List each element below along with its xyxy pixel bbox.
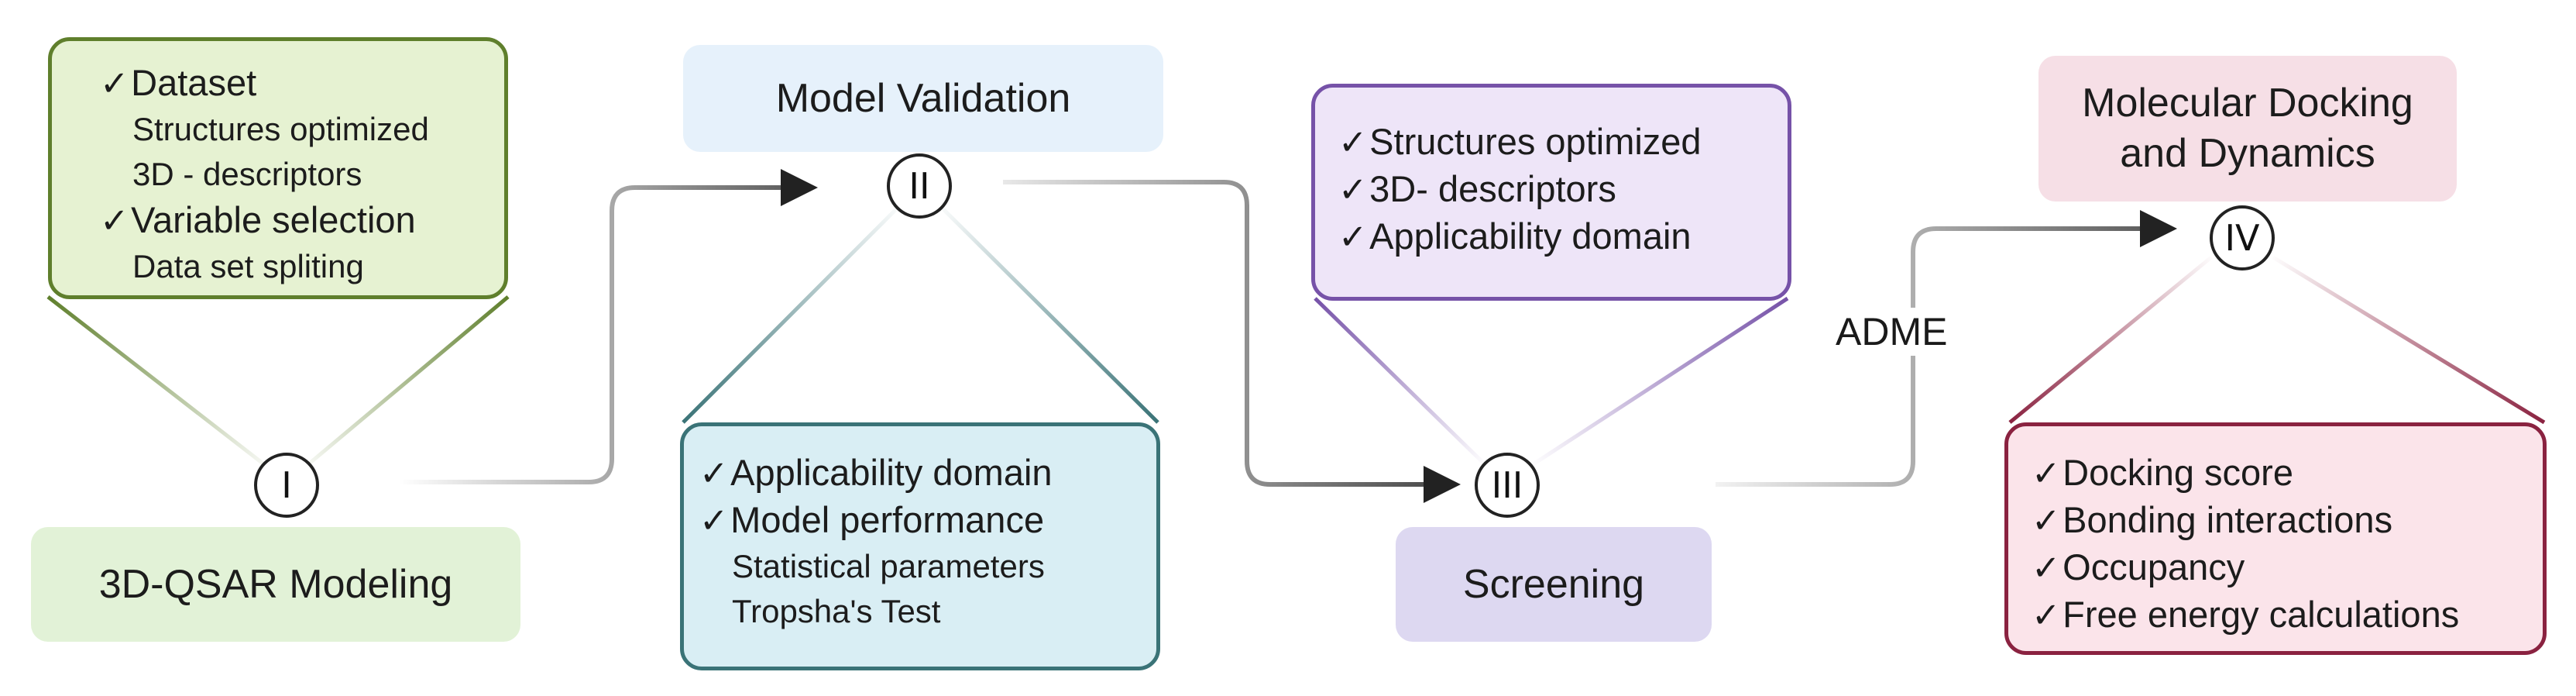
stage4-funnel-right: [2272, 255, 2546, 425]
stage2-funnel-left: [682, 202, 904, 424]
stage2-detail-box: Applicability domain Model performance S…: [680, 422, 1160, 670]
stage4-numeral: IV: [2210, 205, 2275, 270]
stage1-item: Data set spliting: [132, 248, 364, 284]
stage4-items: Docking score Bonding interactions Occup…: [2032, 450, 2543, 639]
stage4-item: Docking score: [2032, 450, 2543, 497]
stage1-item: Variable selection: [100, 197, 504, 244]
stage1-items: Dataset Structures optimized 3D - descri…: [100, 60, 504, 289]
stage2-item: Tropsha's Test: [732, 593, 941, 629]
arrow-stage1-to-stage2: [399, 169, 818, 484]
stage3-items: Structures optimized 3D- descriptors App…: [1338, 119, 1788, 260]
stage4-item: Free energy calculations: [2032, 591, 2543, 639]
stage2-funnel-right: [936, 202, 1159, 424]
stage1-funnel-right: [297, 295, 510, 474]
stage1-item: Dataset: [100, 60, 504, 107]
stage4-item: Occupancy: [2032, 544, 2543, 591]
stage2-items: Applicability domain Model performance S…: [699, 450, 1156, 634]
stage2-numeral: II: [887, 153, 952, 219]
stage3-funnel-right: [1530, 296, 1789, 467]
stage3-detail-box: Structures optimized 3D- descriptors App…: [1311, 84, 1791, 301]
stage2-item: Applicability domain: [699, 450, 1156, 497]
adme-label: ADME: [1829, 308, 1954, 356]
stage4-item: Bonding interactions: [2032, 497, 2543, 544]
stage3-item: Applicability domain: [1338, 213, 1788, 260]
stage4-title: Molecular Docking and Dynamics: [2038, 56, 2457, 202]
stage1-numeral: I: [254, 453, 319, 518]
stage3-title: Screening: [1396, 527, 1712, 642]
stage1-funnel-left: [46, 295, 276, 474]
stage1-detail-box: Dataset Structures optimized 3D - descri…: [48, 37, 508, 299]
stage4-detail-box: Docking score Bonding interactions Occup…: [2004, 422, 2547, 655]
stage3-funnel-left: [1314, 297, 1487, 467]
stage2-title: Model Validation: [683, 45, 1163, 152]
stage3-item: 3D- descriptors: [1338, 166, 1788, 213]
arrow-stage3-to-stage4: [1716, 210, 2177, 487]
stage3-numeral: III: [1475, 453, 1540, 518]
stage3-item: Structures optimized: [1338, 119, 1788, 166]
stage1-item: 3D - descriptors: [132, 156, 362, 192]
stage1-title: 3D-QSAR Modeling: [31, 527, 520, 642]
stage1-item: Structures optimized: [132, 111, 429, 147]
stage2-item: Statistical parameters: [732, 548, 1045, 584]
stage4-funnel-left: [2008, 256, 2213, 424]
arrow-stage2-to-stage3: [1003, 180, 1461, 503]
stage2-item: Model performance: [699, 497, 1156, 544]
